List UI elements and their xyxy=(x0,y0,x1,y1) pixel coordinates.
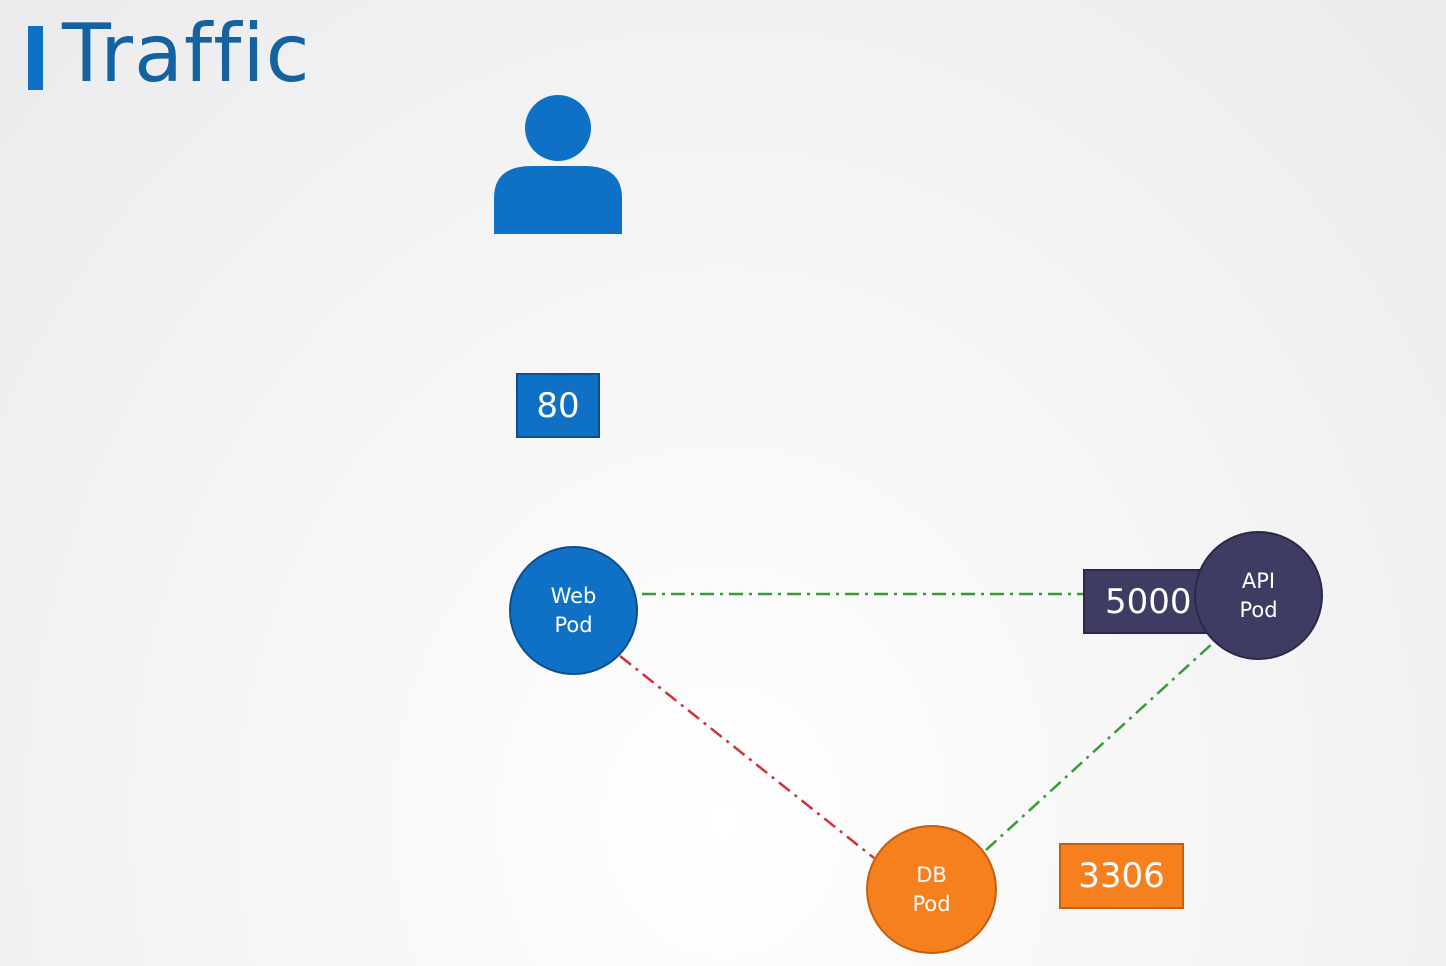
api-pod: API Pod xyxy=(1194,531,1323,660)
link-web-db xyxy=(619,655,875,859)
page-title: Traffic xyxy=(62,7,311,100)
port-5000-label: 5000 xyxy=(1083,569,1213,634)
title-accent-bar xyxy=(28,26,43,90)
user-icon xyxy=(494,95,622,234)
port-80-label: 80 xyxy=(516,373,600,438)
web-pod-label-line1: Web xyxy=(550,583,597,608)
db-pod-label-line1: DB xyxy=(916,862,947,887)
db-pod-label-line2: Pod xyxy=(912,891,951,916)
api-pod-label-line1: API xyxy=(1241,568,1276,593)
api-pod-label-line2: Pod xyxy=(1239,597,1278,622)
web-pod: Web Pod xyxy=(509,546,638,675)
db-pod: DB Pod xyxy=(866,825,997,954)
web-pod-label-line2: Pod xyxy=(554,612,593,637)
link-db-api xyxy=(985,641,1215,851)
port-3306-label: 3306 xyxy=(1059,843,1184,909)
